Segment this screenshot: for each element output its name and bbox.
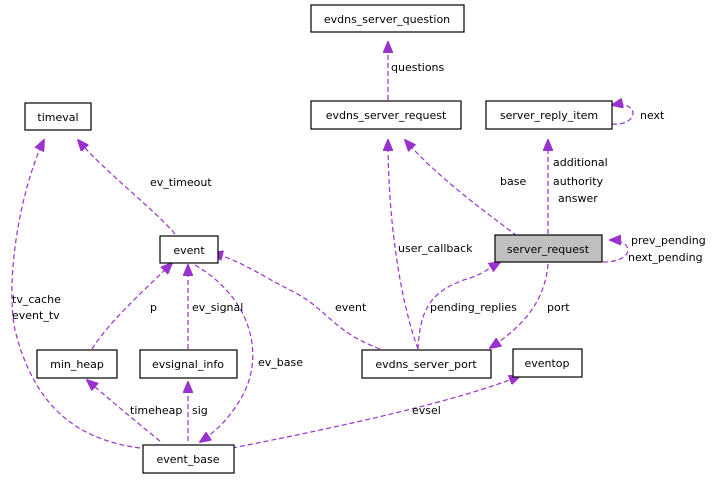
label-questions: questions [391,61,445,74]
node-label: evdns_server_question [324,13,450,26]
nodes: evdns_server_question evdns_server_reque… [24,4,613,474]
edge-timeheap [87,380,161,442]
node-label: timeval [37,111,78,124]
node-label: min_heap [50,358,104,371]
node-label: server_reply_item [500,109,598,122]
edge-pending-replies [417,262,500,350]
label-evsel: evsel [412,404,441,417]
edge-tv-cache-event-tv [11,140,141,449]
node-server-reply-item[interactable]: server_reply_item [485,100,613,130]
edge-event [212,253,381,350]
node-timeval[interactable]: timeval [24,102,92,131]
label-ev-base: ev_base [258,356,303,369]
edge-user-callback [388,140,419,350]
label-answer: answer [558,192,598,205]
node-server-request[interactable]: server_request [494,234,603,263]
edge-evsel [231,376,520,449]
node-label: server_request [507,243,590,256]
node-evdns-server-question[interactable]: evdns_server_question [310,4,465,33]
node-label: event_base [156,453,219,466]
node-event-base[interactable]: event_base [142,444,235,474]
node-evdns-server-port[interactable]: evdns_server_port [361,349,492,379]
label-next-pending: next_pending [628,251,703,264]
node-label: evdns_server_request [326,109,447,122]
edge-next [612,104,634,125]
label-port: port [547,301,570,314]
edge-port [490,263,549,348]
edges [11,42,634,449]
node-evdns-server-request[interactable]: evdns_server_request [310,100,462,130]
label-event: event [335,301,367,314]
edge-ev-base [194,264,254,442]
node-label: evdns_server_port [375,358,477,371]
label-tv-cache: tv_cache [12,293,61,306]
edge-prev-next-pending [602,240,629,263]
label-event-tv: event_tv [12,309,60,322]
label-sig: sig [192,404,208,417]
node-eventop[interactable]: eventop [512,348,583,378]
label-authority: authority [553,175,604,188]
label-ev-signal: ev_signal [192,301,243,314]
label-pending-replies: pending_replies [430,301,517,314]
node-label: evsignal_info [152,358,224,371]
node-event[interactable]: event [159,235,219,264]
label-user-callback: user_callback [398,242,473,255]
node-evsignal-info[interactable]: evsignal_info [139,349,238,379]
label-next: next [640,109,665,122]
label-p: p [150,301,157,314]
label-prev-pending: prev_pending [631,234,706,247]
label-additional: additional [553,156,608,169]
node-label: eventop [524,357,569,370]
edge-base [405,140,518,237]
label-timeheap: timeheap [130,404,182,417]
node-label: event [173,244,205,257]
edge-p [91,263,172,350]
edge-ev-timeout [78,140,176,235]
node-min-heap[interactable]: min_heap [36,349,118,379]
edge-labels: questions next ev_timeout base additiona… [12,61,706,417]
label-ev-timeout: ev_timeout [150,176,212,189]
label-base: base [500,175,526,188]
